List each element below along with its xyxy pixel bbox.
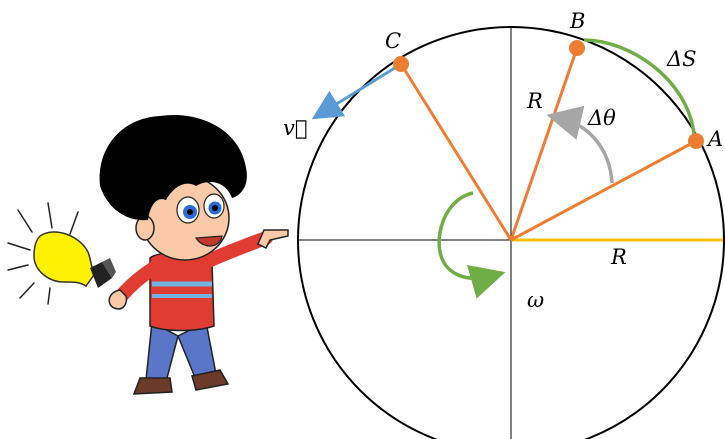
label-radius-lower: R xyxy=(610,245,627,269)
label-delta-theta: Δθ xyxy=(587,106,616,130)
label-omega: ω xyxy=(527,288,544,312)
label-point-a: A xyxy=(706,127,723,151)
omega-arrow xyxy=(437,191,506,299)
label-velocity: v⃗ xyxy=(283,116,307,140)
delta-theta-arrow xyxy=(546,105,614,184)
arc-delta-s xyxy=(583,38,696,135)
cartoon-boy-pointing-icon xyxy=(99,114,289,395)
velocity-arrow xyxy=(311,64,399,120)
point-c-marker xyxy=(393,56,409,72)
glowing-lightbulb-icon xyxy=(7,202,116,305)
radius-to-b xyxy=(509,47,579,241)
label-point-c: C xyxy=(385,29,401,53)
point-b-marker xyxy=(569,40,585,56)
point-a-marker xyxy=(688,133,704,149)
radius-to-c xyxy=(399,63,513,241)
label-delta-s: ΔS xyxy=(666,47,697,71)
label-radius-upper: R xyxy=(526,89,543,113)
radius-to-a xyxy=(510,139,697,242)
label-point-b: B xyxy=(569,9,585,33)
